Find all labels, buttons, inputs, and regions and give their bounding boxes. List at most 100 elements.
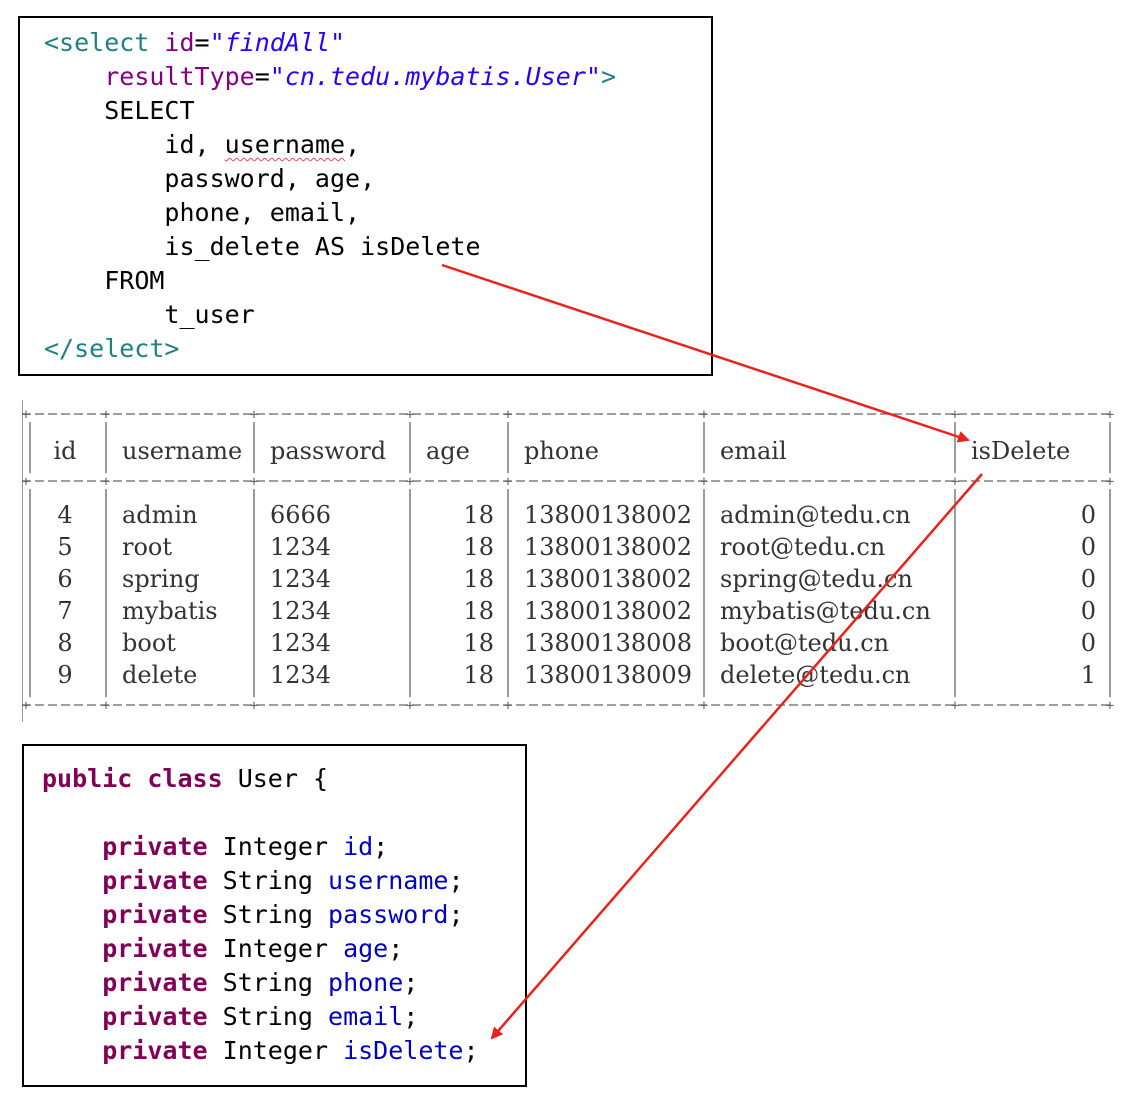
table-corner: +: [700, 474, 708, 490]
sql-table-name: t_user: [164, 300, 255, 329]
table-cell: 13800138009: [524, 661, 692, 689]
java-field-type: String: [222, 1002, 313, 1031]
table-corner: +: [504, 474, 512, 490]
table-corner: +: [102, 407, 110, 423]
java-class-keyword: class: [147, 764, 223, 793]
table-cell: mybatis: [122, 597, 218, 625]
table-cell: 1234: [270, 661, 332, 689]
table-cell: 5: [57, 533, 73, 561]
table-cell: 0: [1080, 629, 1096, 657]
table-cell: 0: [1080, 501, 1096, 529]
sql-cols-username: username: [224, 130, 346, 159]
table-cell: boot@tedu.cn: [720, 629, 890, 657]
java-semicolon: ;: [448, 900, 464, 929]
table-cell: root@tedu.cn: [720, 533, 886, 561]
table-corner: +: [250, 698, 258, 714]
java-private-keyword: private: [102, 900, 208, 929]
xml-gt: >: [600, 62, 616, 91]
java-field-type: Integer: [222, 934, 328, 963]
java-field-type: String: [222, 968, 313, 997]
java-semicolon: ;: [388, 934, 404, 963]
sql-select-keyword: SELECT: [104, 96, 195, 125]
table-cell: delete: [122, 661, 198, 689]
table-corner: +: [250, 474, 258, 490]
java-semicolon: ;: [403, 1002, 419, 1031]
table-cell: 4: [57, 501, 73, 529]
table-corner: +: [102, 474, 110, 490]
table-corner: +: [700, 698, 708, 714]
java-private-keyword: private: [102, 866, 208, 895]
sql-cols-line-3: phone, email,: [164, 198, 361, 227]
table-cell: 9: [57, 661, 73, 689]
xml-resulttype-attr: resultType: [104, 62, 255, 91]
table-cell: 13800138002: [524, 565, 692, 593]
java-class-box: public class User { private Integer id; …: [22, 744, 527, 1087]
table-corner: +: [1106, 407, 1114, 423]
table-cell: mybatis@tedu.cn: [720, 597, 931, 625]
table-corner: +: [700, 407, 708, 423]
table-cell: spring: [122, 565, 200, 593]
table-corner: +: [951, 474, 959, 490]
table-cell: 1234: [270, 597, 332, 625]
java-field-type: Integer: [222, 832, 328, 861]
table-header-cell: age: [426, 437, 470, 465]
table-header-cell: username: [122, 437, 243, 465]
table-cell: 13800138002: [524, 597, 692, 625]
table-cell: 8: [57, 629, 73, 657]
java-semicolon: ;: [463, 1036, 479, 1065]
table-corner: +: [22, 474, 30, 490]
table-cell: 1: [1080, 661, 1096, 689]
table-cell: 18: [463, 661, 494, 689]
table-cell: 6666: [270, 501, 332, 529]
table-corner: +: [22, 407, 30, 423]
sql-cols-line-1c: ,: [345, 130, 361, 159]
table-corner: +: [951, 698, 959, 714]
java-field-phone: phone: [328, 968, 404, 997]
table-corner: +: [406, 698, 414, 714]
xml-close-tag: </select>: [44, 334, 180, 363]
table-cell: 18: [463, 629, 494, 657]
java-field-email: email: [328, 1002, 404, 1031]
table-corner: +: [406, 407, 414, 423]
table-cell: 1234: [270, 565, 332, 593]
table-cell: 18: [463, 597, 494, 625]
java-private-keyword: private: [102, 1036, 208, 1065]
table-corner: +: [951, 407, 959, 423]
java-field-password: password: [328, 900, 449, 929]
table-corner: +: [1106, 474, 1114, 490]
table-corner: +: [102, 698, 110, 714]
table-corner: +: [504, 407, 512, 423]
table-header-cell: password: [270, 437, 387, 465]
table-cell: 13800138008: [524, 629, 692, 657]
table-cell: 0: [1080, 533, 1096, 561]
table-corner: +: [1106, 698, 1114, 714]
table-cell: 18: [463, 565, 494, 593]
table-cell: 6: [57, 565, 73, 593]
java-class-name: User: [237, 764, 298, 793]
xml-open-tag: <select: [44, 28, 150, 57]
java-public-keyword: public: [42, 764, 133, 793]
xml-id-attr: id: [164, 28, 195, 57]
table-header-cell: isDelete: [971, 437, 1071, 465]
table-corner: +: [250, 407, 258, 423]
xml-mapper-box: <select id="findAll" resultType="cn.tedu…: [18, 16, 713, 376]
table-cell: 0: [1080, 597, 1096, 625]
java-open-brace: {: [312, 764, 329, 793]
java-field-type: String: [222, 900, 313, 929]
java-semicolon: ;: [403, 968, 419, 997]
table-header-cell: phone: [524, 437, 599, 465]
sql-cols-line-1a: id,: [164, 130, 225, 159]
table-cell: delete@tedu.cn: [720, 661, 911, 689]
table-cell: admin: [122, 501, 198, 529]
java-field-age: age: [343, 934, 389, 963]
table-header-cell: id: [53, 437, 77, 465]
sql-cols-line-2: password, age,: [164, 164, 376, 193]
java-field-username: username: [328, 866, 449, 895]
xml-resulttype-value: "cn.tedu.mybatis.User": [269, 62, 601, 91]
java-private-keyword: private: [102, 968, 208, 997]
table-cell: 0: [1080, 565, 1096, 593]
table-cell: boot: [122, 629, 176, 657]
java-field-type: Integer: [222, 1036, 328, 1065]
java-private-keyword: private: [102, 1002, 208, 1031]
